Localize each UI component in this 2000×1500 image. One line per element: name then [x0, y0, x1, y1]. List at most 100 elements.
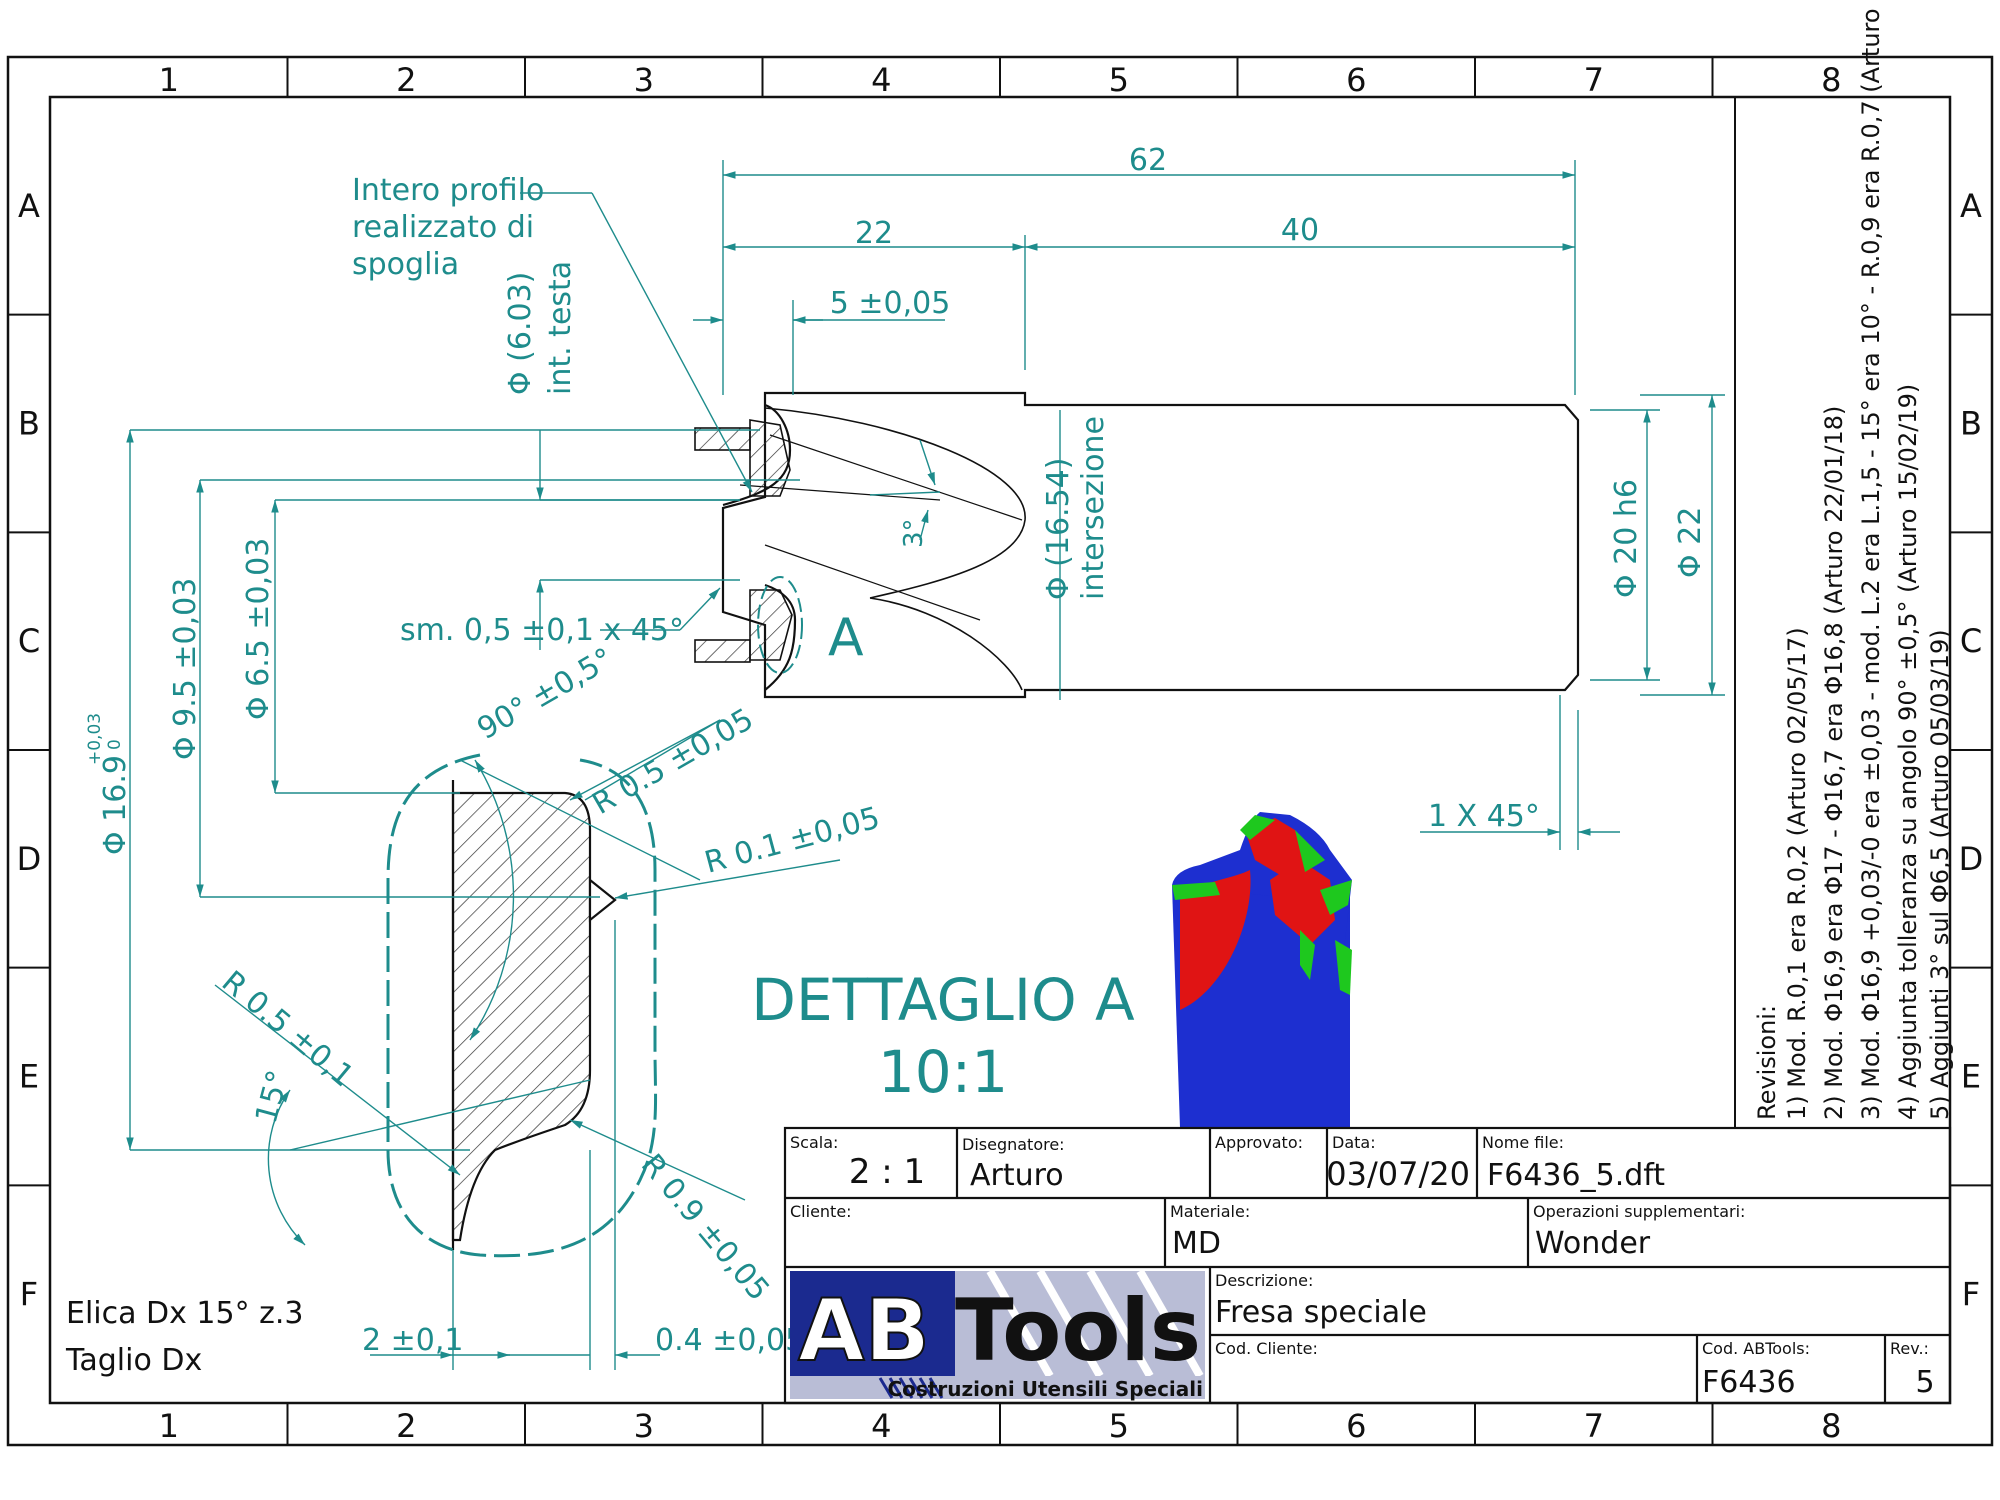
frame-col-label-top: 7 — [1584, 61, 1604, 99]
label-nome-file: Nome file: — [1482, 1133, 1564, 1152]
frame-row-label-left: E — [19, 1058, 39, 1096]
dim-r09: R 0.9 ±0,05 — [634, 1148, 776, 1308]
dim-40: 40 — [1281, 213, 1319, 248]
tool-3d-render — [1172, 812, 1352, 1128]
frame-col-label-top: 4 — [871, 61, 891, 99]
dim-62: 62 — [1129, 143, 1167, 178]
label-descrizione: Descrizione: — [1215, 1271, 1313, 1290]
frame-row-label-right: D — [1959, 840, 1984, 878]
frame-col-label-top: 1 — [159, 61, 179, 99]
label-operazioni: Operazioni supplementari: — [1533, 1202, 1745, 1221]
dim-dia-169-tol-upper: +0,03 — [85, 713, 105, 765]
dim-dia-1654: Φ (16.54) — [1041, 458, 1076, 600]
frame-row-label-left: F — [20, 1275, 38, 1313]
revisions-panel: Revisioni: 1) Mod. R.0,1 era R.0,2 (Artu… — [1734, 0, 1954, 1128]
dim-dia-65: Φ 6.5 ±0,03 — [241, 538, 276, 720]
dim-angle-90: 90° ±0,5° — [472, 641, 620, 747]
dim-dia-169-tol-lower: 0 — [105, 739, 125, 750]
frame-row-label-left: B — [18, 405, 40, 443]
dim-angle-15: 15° — [249, 1067, 297, 1127]
dim-len-2: 2 ±0,1 — [362, 1323, 463, 1358]
dim-dia-1654-note: intersezione — [1076, 416, 1111, 600]
note-intero-profilo-2: realizzato di — [352, 210, 534, 245]
frame-row-label-right: C — [1960, 622, 1982, 660]
frame-col-label-bottom: 2 — [396, 1407, 416, 1445]
dim-dia-169: Φ 16.9 — [98, 755, 133, 855]
value-materiale: MD — [1172, 1226, 1221, 1261]
note-cut: Taglio Dx — [65, 1343, 202, 1378]
value-disegnatore: Arturo — [970, 1158, 1064, 1193]
detail-marker-a: A — [828, 608, 864, 668]
value-data: 03/07/20 — [1326, 1155, 1470, 1193]
revisions-header: Revisioni: — [1753, 1005, 1781, 1120]
revision-2: 2) Mod. Φ16,9 era Φ17 - Φ16,7 era Φ16,8 … — [1820, 406, 1848, 1120]
label-data: Data: — [1332, 1133, 1376, 1152]
value-rev: 5 — [1915, 1365, 1934, 1400]
frame-col-label-bottom: 8 — [1821, 1407, 1841, 1445]
title-block — [783, 1126, 1952, 1405]
side-hatch-blocks — [694, 419, 793, 663]
frame-row-label-left: D — [17, 840, 42, 878]
title-block-labels: Scala: Disegnatore: Approvato: Data: Nom… — [790, 1133, 1929, 1358]
label-scala: Scala: — [790, 1133, 838, 1152]
frame — [6, 55, 1994, 1447]
detail-dimension-texts: Φ 16.9 +0,03 0 Φ 9.5 ±0,03 Φ 6.5 ±0,03 9… — [85, 538, 1135, 1358]
frame-col-label-bottom: 1 — [159, 1407, 179, 1445]
frame-col-label-top: 2 — [396, 61, 416, 99]
main-dimension-texts: 62 22 40 5 ±0,05 Intero profilo realizza… — [352, 143, 1708, 834]
frame-col-label-bottom: 4 — [871, 1407, 891, 1445]
value-descrizione: Fresa speciale — [1215, 1295, 1427, 1330]
dim-dia-95: Φ 9.5 ±0,03 — [168, 578, 203, 760]
frame-row-label-right: E — [1961, 1058, 1981, 1096]
dim-dia-603: Φ (6.03) — [503, 272, 538, 395]
frame-col-label-bottom: 7 — [1584, 1407, 1604, 1445]
logo-tools: Tools — [955, 1281, 1201, 1381]
revision-3: 3) Mod. Φ16,9 +0,03/-0 era ±0,03 - mod. … — [1857, 0, 1885, 1120]
frame-col-label-top: 3 — [634, 61, 654, 99]
revision-5: 5) Aggiunti 3° sul Φ6,5 (Arturo 05/03/19… — [1926, 629, 1954, 1120]
frame-row-label-right: A — [1960, 187, 1982, 225]
dim-r05-005: R 0.5 ±0,05 — [587, 702, 760, 822]
frame-zone-dividers — [8, 57, 1992, 1445]
title-block-values: 2 : 1 Arturo 03/07/20 F6436_5.dft MD Won… — [849, 1152, 1935, 1400]
dim-dia-20: Φ 20 h6 — [1609, 479, 1644, 598]
label-cod-cliente: Cod. Cliente: — [1215, 1339, 1318, 1358]
detail-dimension-lines — [126, 429, 841, 1370]
dim-len-04: 0.4 ±0,05 — [655, 1323, 804, 1358]
label-disegnatore: Disegnatore: — [962, 1135, 1065, 1154]
dim-dia-22: Φ 22 — [1673, 507, 1708, 578]
abtools-logo: AB Tools Costruzioni Utensili Speciali — [790, 1269, 1205, 1401]
dettaglio-title: DETTAGLIO A — [751, 966, 1135, 1034]
label-cod-abtools: Cod. ABTools: — [1702, 1339, 1810, 1358]
detail-a-circle — [757, 576, 803, 674]
frame-col-label-top: 5 — [1109, 61, 1129, 99]
frame-row-label-left: A — [18, 187, 40, 225]
value-operazioni: Wonder — [1535, 1226, 1651, 1261]
frame-col-label-bottom: 5 — [1109, 1407, 1129, 1445]
revision-4: 4) Aggiunta tolleranza su angolo 90° ±0,… — [1894, 384, 1922, 1120]
helix-notes: Elica Dx 15° z.3 Taglio Dx — [65, 1296, 304, 1378]
note-intero-profilo-3: spoglia — [352, 247, 459, 282]
frame-row-label-right: F — [1962, 1275, 1980, 1313]
frame-col-label-bottom: 3 — [634, 1407, 654, 1445]
label-cliente: Cliente: — [790, 1202, 852, 1221]
dettaglio-scale: 10:1 — [878, 1038, 1008, 1106]
frame-col-label-top: 8 — [1821, 61, 1841, 99]
value-nome-file: F6436_5.dft — [1487, 1158, 1665, 1193]
dim-5: 5 ±0,05 — [830, 286, 951, 321]
label-approvato: Approvato: — [1215, 1133, 1303, 1152]
logo-ab: AB — [798, 1281, 930, 1381]
note-intero-profilo-1: Intero profilo — [352, 173, 544, 208]
dim-angle-3: 3° — [899, 518, 929, 548]
dim-dia-603-note: int. testa — [543, 261, 578, 395]
frame-col-label-bottom: 6 — [1346, 1407, 1366, 1445]
frame-col-label-top: 6 — [1346, 61, 1366, 99]
note-chamfer-rear: 1 X 45° — [1428, 799, 1540, 834]
frame-row-label-left: C — [18, 622, 40, 660]
note-helix: Elica Dx 15° z.3 — [66, 1296, 304, 1331]
value-scala: 2 : 1 — [849, 1152, 925, 1192]
frame-row-label-right: B — [1960, 405, 1982, 443]
logo-tagline: Costruzioni Utensili Speciali — [887, 1377, 1203, 1401]
